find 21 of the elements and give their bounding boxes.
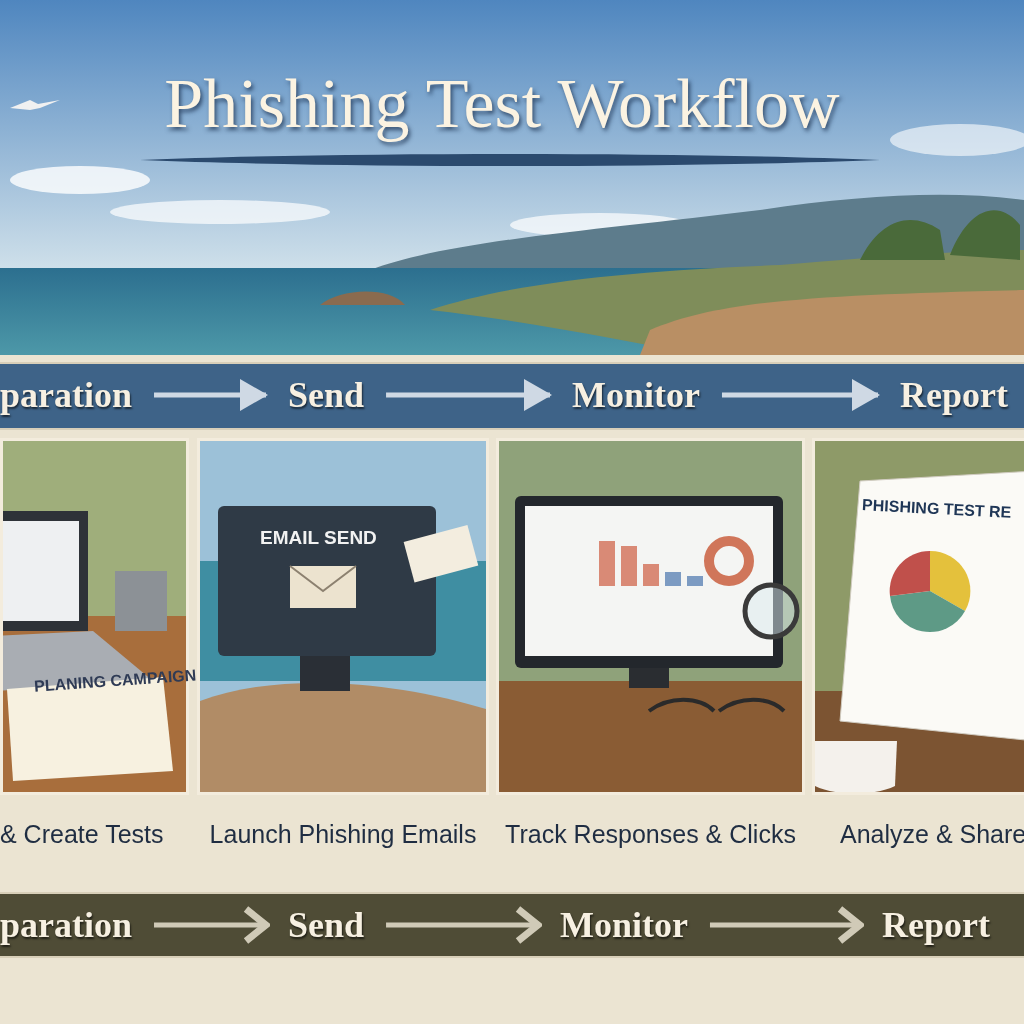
stage-label: Send xyxy=(288,373,365,417)
stage-label: paration xyxy=(0,903,132,947)
illustration-text: PHISHING TEST RE xyxy=(861,496,1012,522)
stage-label: Report xyxy=(900,373,1008,417)
step-caption: & Create Tests xyxy=(0,819,164,850)
step-caption: Launch Phishing Emails xyxy=(208,819,478,850)
chevron-arrow xyxy=(709,905,864,945)
chevron-arrow xyxy=(154,905,270,945)
arrow xyxy=(721,379,880,411)
chevron-arrow xyxy=(386,905,542,945)
stage-label: Report xyxy=(882,903,990,947)
arrow xyxy=(386,379,552,411)
stage-label: Monitor xyxy=(560,903,688,947)
stage-label: paration xyxy=(0,373,132,417)
illustration-text: EMAIL SEND xyxy=(260,527,377,549)
title: Phishing Test Workflow xyxy=(163,64,841,144)
stage-label: Monitor xyxy=(572,373,700,417)
arrow xyxy=(154,379,268,411)
step-caption: Track Responses & Clicks xyxy=(504,819,797,850)
illustration-text: PLANING CAMPAIGN xyxy=(33,666,197,696)
stage-label: Send xyxy=(288,903,365,947)
